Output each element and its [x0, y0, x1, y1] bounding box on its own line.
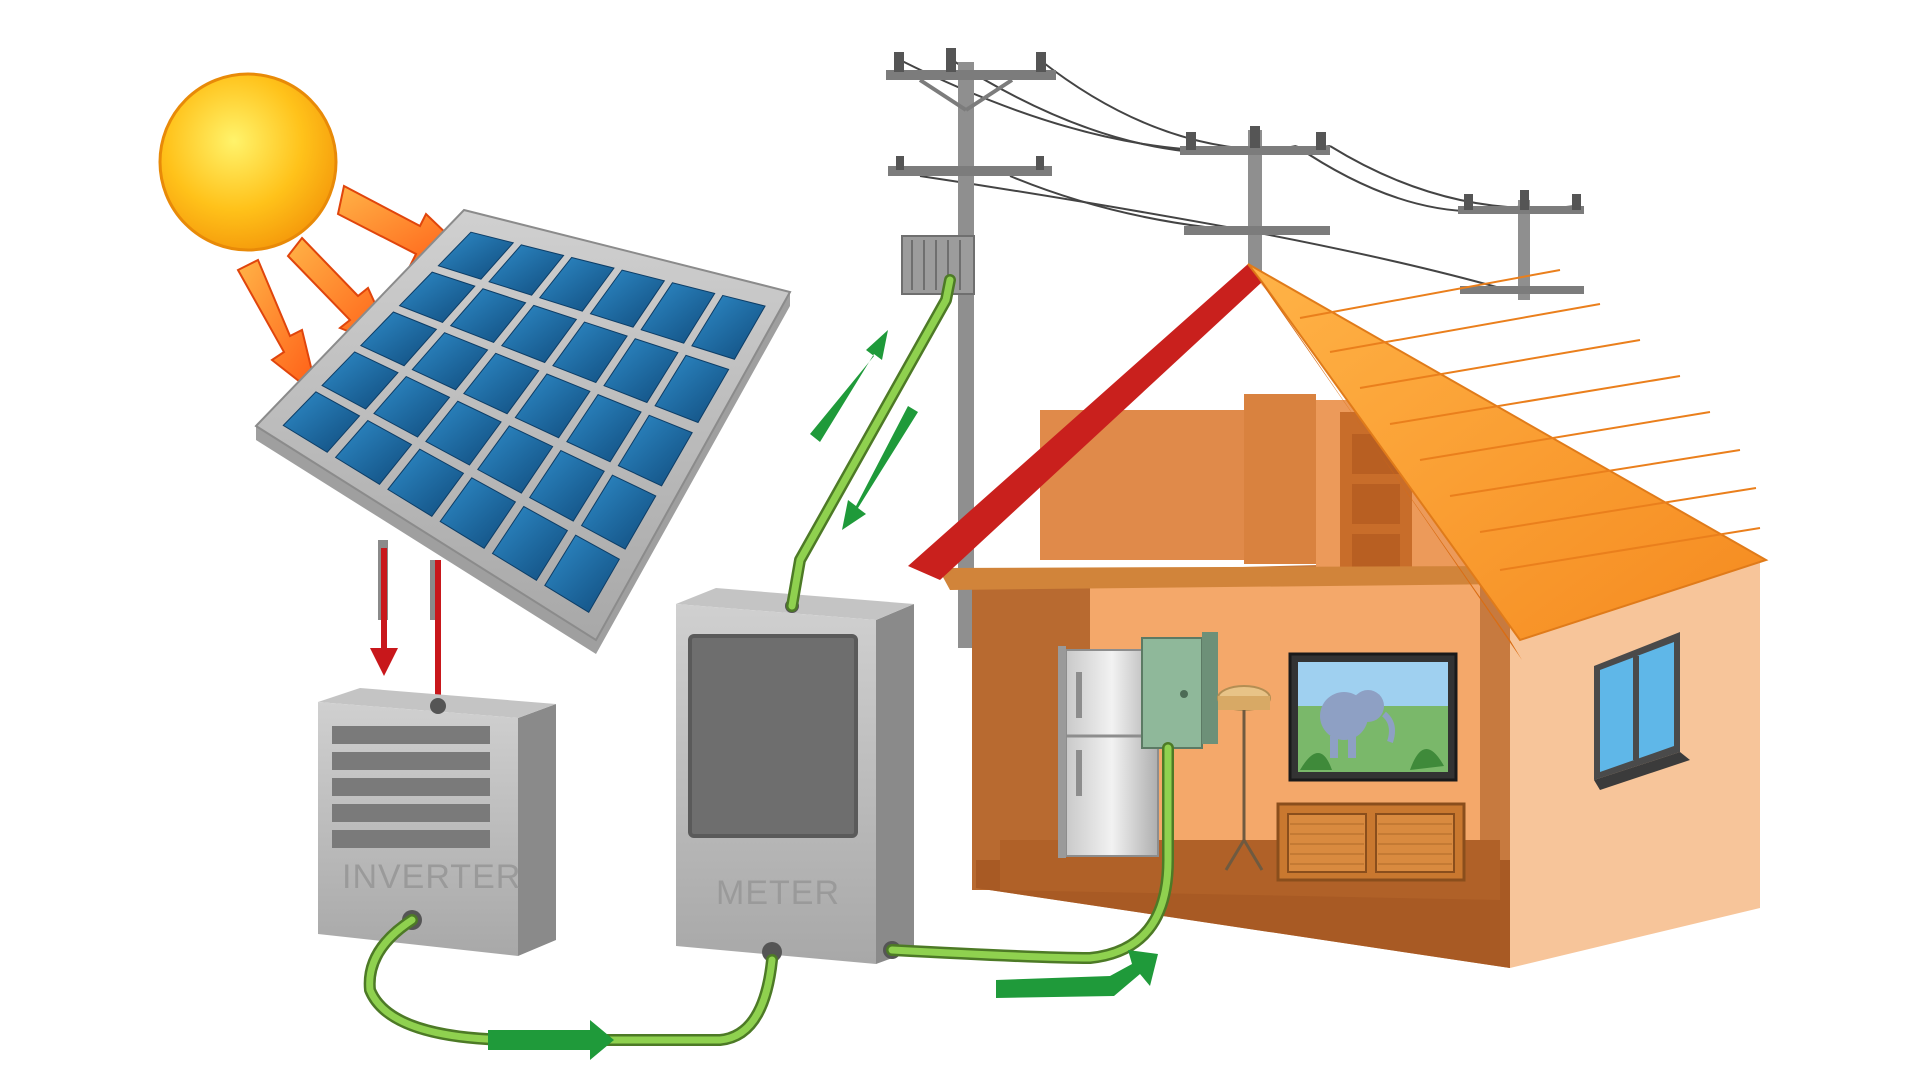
inverter-vent-grille	[332, 726, 490, 848]
solar-cell	[654, 354, 730, 424]
solar-cell	[491, 505, 569, 582]
window-icon	[1594, 632, 1690, 790]
solar-cell	[544, 534, 621, 614]
meter-icon: METER	[676, 588, 914, 964]
solar-cell	[439, 477, 517, 550]
flow-arrow-right-1	[488, 1020, 614, 1060]
solar-cell	[334, 419, 413, 485]
solar-cell	[528, 449, 605, 522]
tv-cabinet	[1276, 802, 1466, 882]
solar-cell	[640, 282, 716, 344]
solar-cell	[477, 425, 554, 494]
utility-pole-icon	[1458, 190, 1584, 300]
utility-pole-icon	[886, 48, 1056, 648]
breaker-panel-icon	[1141, 632, 1218, 749]
solar-cell	[589, 269, 666, 328]
utility-pole-icon	[1180, 126, 1330, 280]
panel-cells	[282, 231, 766, 614]
solar-cell	[603, 338, 679, 404]
flow-arrow-up	[810, 330, 888, 442]
solar-cell	[538, 256, 615, 312]
house-icon	[908, 263, 1769, 968]
floor-lamp-icon	[1217, 685, 1271, 871]
solar-cell	[373, 375, 451, 438]
solar-cell	[580, 474, 657, 550]
cabinet-slats	[1290, 823, 1452, 865]
dc-current-wires	[370, 548, 441, 704]
solar-cell	[437, 231, 515, 280]
solar-cell	[566, 394, 642, 463]
flow-arrow-right-2	[996, 950, 1158, 998]
roof-shingles	[1299, 269, 1761, 571]
solar-cell	[282, 391, 361, 453]
inverter-icon: INVERTER	[318, 688, 556, 956]
solar-cell	[398, 271, 476, 324]
solar-cell	[425, 400, 502, 466]
inverter-label: INVERTER	[342, 858, 521, 896]
television-icon	[1288, 652, 1458, 782]
meter-display	[688, 634, 858, 838]
solar-cell	[411, 332, 489, 391]
solar-cell	[552, 321, 628, 384]
flow-arrow-down	[842, 406, 918, 530]
sunlight-arrow-3	[236, 258, 320, 399]
sun-icon	[158, 72, 338, 252]
meter-label: METER	[716, 874, 840, 912]
solar-cell	[617, 414, 693, 487]
solar-cell	[500, 304, 578, 364]
energy-flow-arrows	[488, 330, 1158, 1060]
solar-cell	[321, 351, 399, 410]
solar-cell	[463, 352, 540, 415]
solar-cell	[449, 288, 527, 344]
solar-panel-icon	[254, 208, 792, 654]
solar-cell	[359, 311, 438, 367]
transformer-icon	[901, 235, 975, 295]
solar-cell	[387, 448, 465, 517]
solar-cell	[514, 373, 591, 439]
solar-cell	[488, 244, 565, 296]
solar-cell	[691, 294, 766, 360]
ac-cables	[363, 274, 1174, 1046]
